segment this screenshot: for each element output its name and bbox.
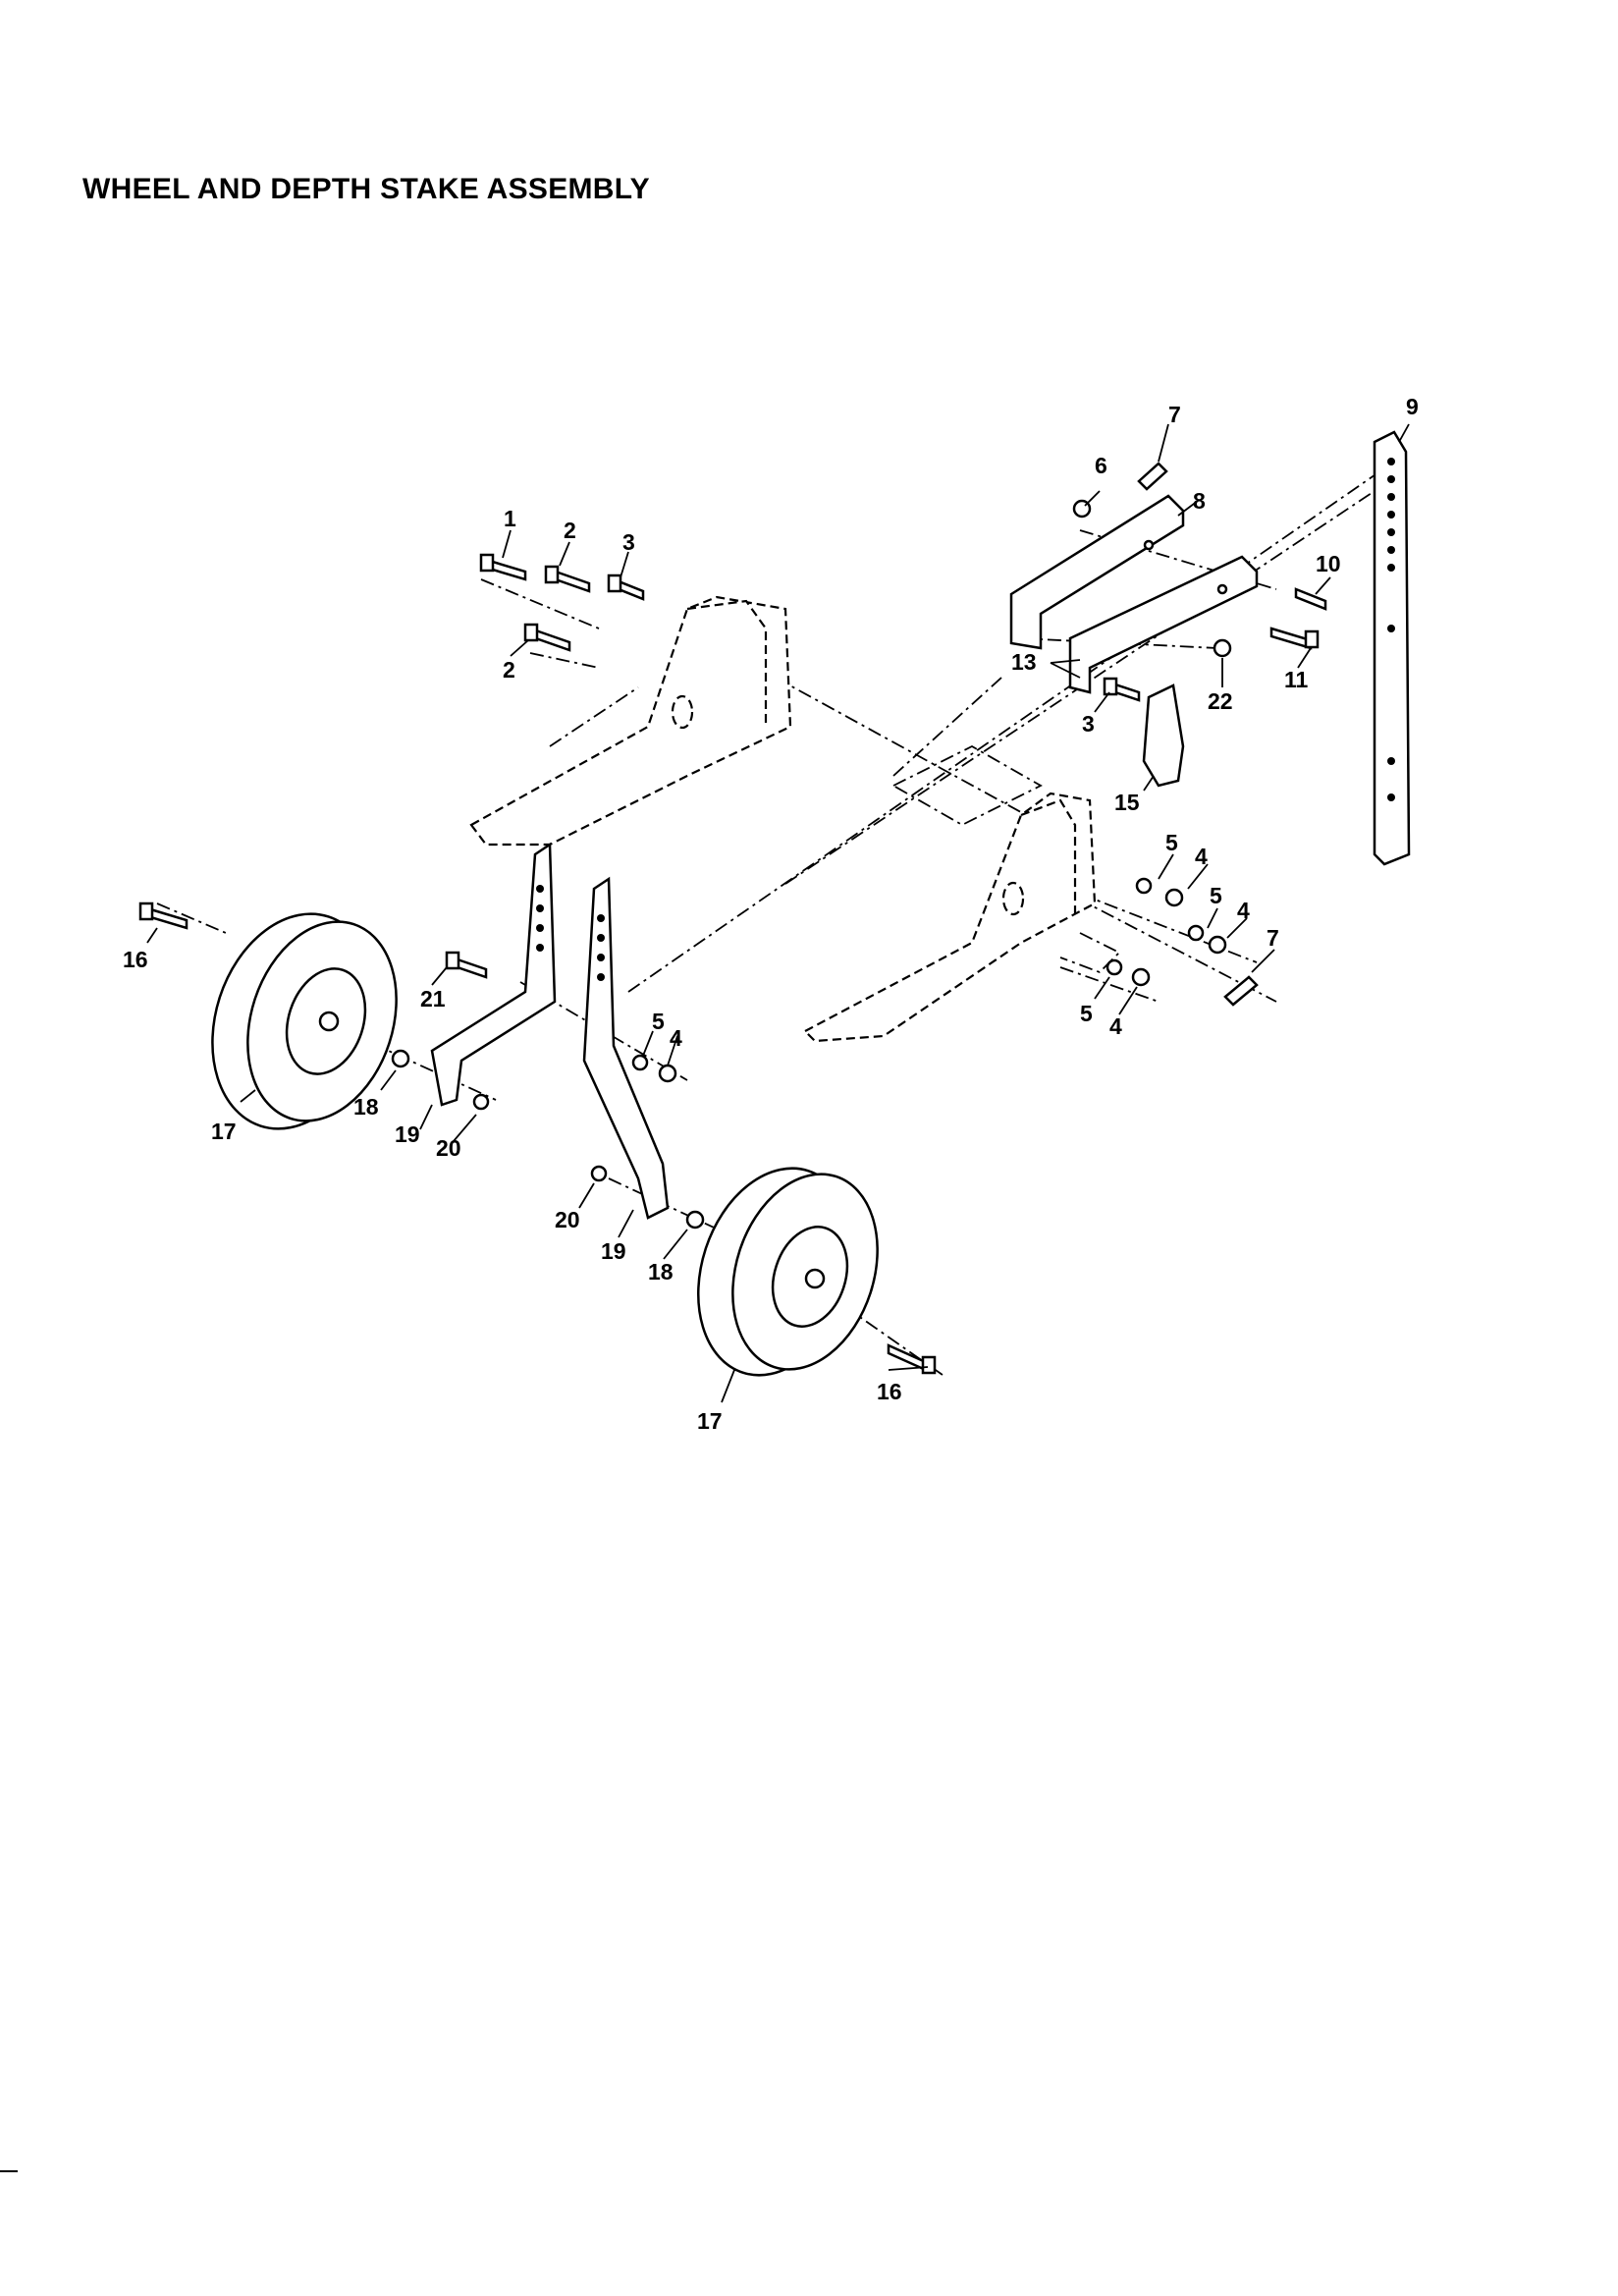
wheel-bracket-left xyxy=(430,842,557,1107)
callout-4: 4 xyxy=(1195,844,1208,869)
callout-21: 21 xyxy=(420,986,446,1011)
callout-19b: 19 xyxy=(601,1238,626,1264)
callout-22: 22 xyxy=(1208,688,1233,714)
page-edge-mark xyxy=(0,2170,18,2172)
callout-18: 18 xyxy=(353,1094,379,1120)
callout-7b: 7 xyxy=(1267,925,1279,951)
callout-15: 15 xyxy=(1114,790,1140,815)
callout-13: 13 xyxy=(1011,649,1037,675)
callout-19: 19 xyxy=(395,1121,420,1147)
depth-stake xyxy=(1373,430,1411,866)
leader-lines xyxy=(146,423,1410,1403)
callout-4b: 4 xyxy=(1237,898,1250,923)
callout-5d: 5 xyxy=(652,1009,665,1034)
callout-5b: 5 xyxy=(1210,883,1222,908)
hardware xyxy=(138,462,1327,1375)
right-bracket xyxy=(803,792,1097,1043)
callout-5: 5 xyxy=(1165,830,1178,855)
callout-1: 1 xyxy=(504,506,516,531)
callout-18b: 18 xyxy=(648,1259,674,1285)
callout-2b: 2 xyxy=(503,657,515,683)
left-bracket xyxy=(469,595,792,847)
wheel-bracket-right xyxy=(582,876,670,1220)
callout-7: 7 xyxy=(1168,402,1181,427)
callout-2: 2 xyxy=(564,518,576,543)
callout-16: 16 xyxy=(123,947,148,972)
callout-5c: 5 xyxy=(1080,1001,1093,1026)
diagram-title: WHEEL AND DEPTH STAKE ASSEMBLY xyxy=(82,173,650,205)
callout-labels: 1 2 2 3 3 4 4 4 4 5 5 5 5 6 7 7 8 9 10 1… xyxy=(123,394,1419,1434)
stake-hitch xyxy=(1142,683,1185,788)
mounting-plates xyxy=(1009,494,1259,694)
callout-8: 8 xyxy=(1193,488,1206,514)
callout-17b: 17 xyxy=(697,1408,723,1434)
callout-11: 11 xyxy=(1284,667,1309,692)
callout-17: 17 xyxy=(211,1119,237,1144)
callout-6: 6 xyxy=(1095,453,1107,478)
callout-16b: 16 xyxy=(877,1379,902,1404)
callout-4c: 4 xyxy=(1109,1013,1122,1039)
wheel-left xyxy=(211,912,398,1130)
callout-9: 9 xyxy=(1406,394,1419,419)
callout-10: 10 xyxy=(1316,551,1341,576)
wheel-right xyxy=(696,1167,879,1377)
callout-3: 3 xyxy=(622,529,635,555)
callout-3b: 3 xyxy=(1082,711,1095,737)
callout-20: 20 xyxy=(436,1135,461,1161)
callout-20b: 20 xyxy=(555,1207,580,1232)
callout-4d: 4 xyxy=(670,1025,682,1051)
